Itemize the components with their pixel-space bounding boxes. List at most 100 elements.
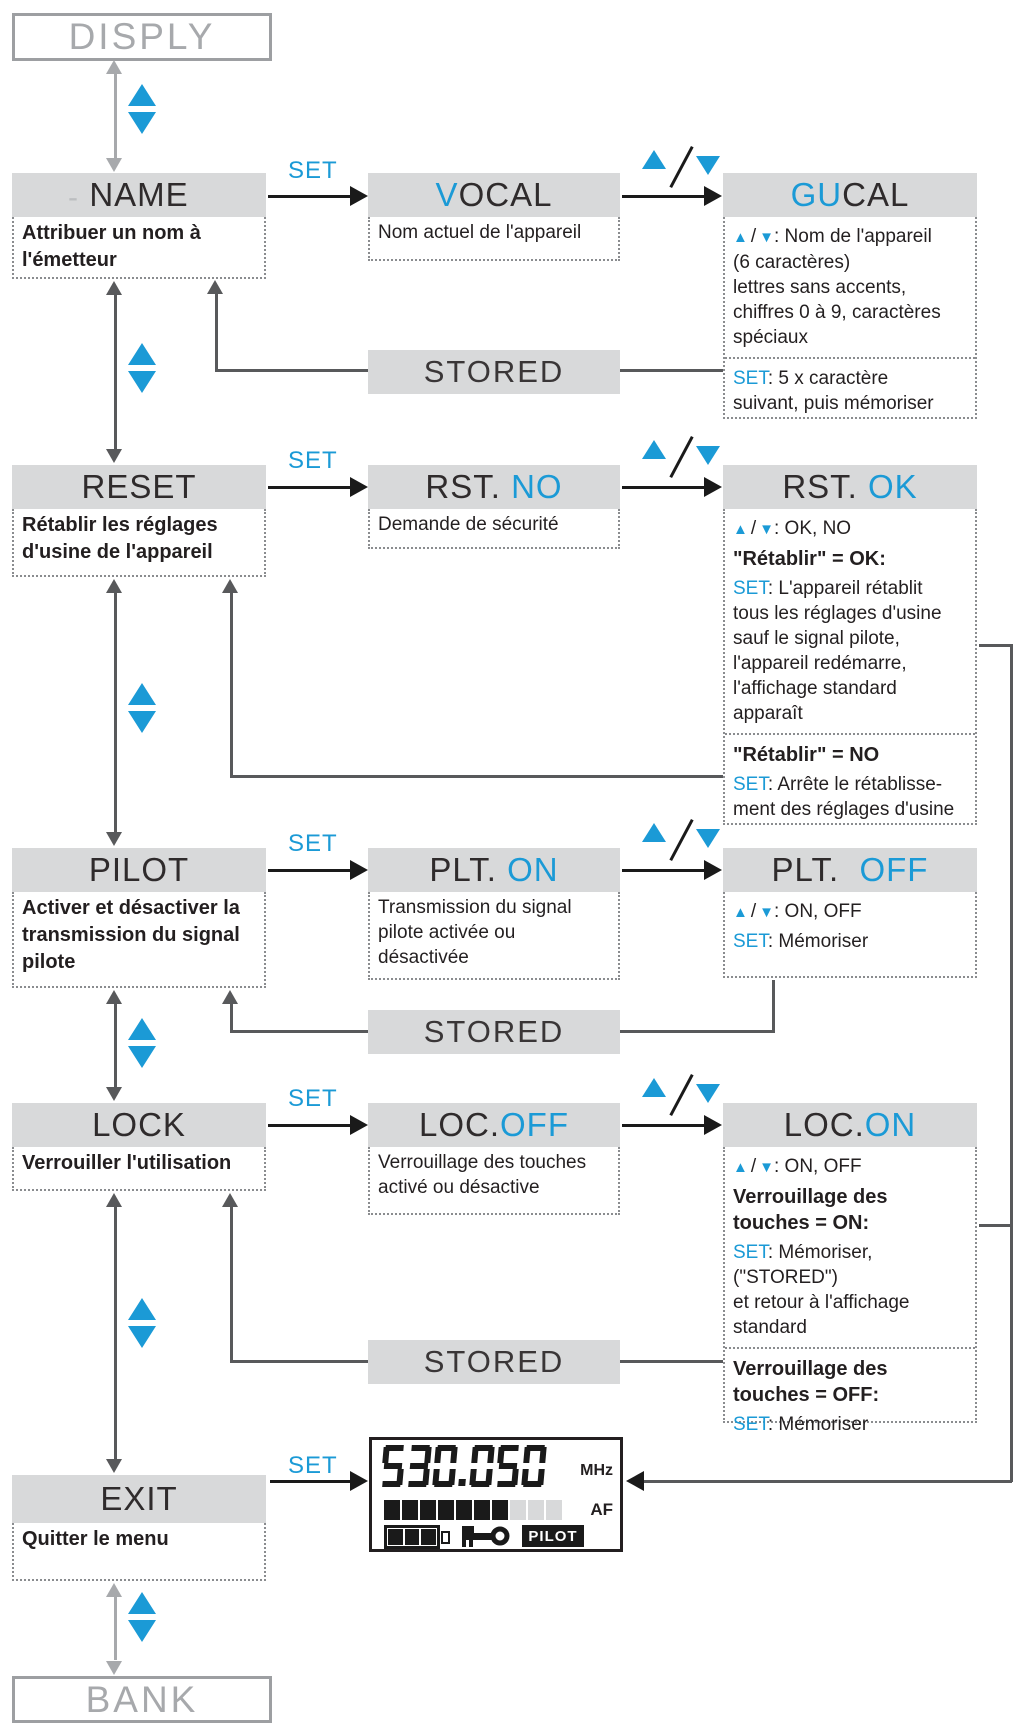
rst-prefix: RST. [782, 468, 868, 505]
rstok-no-set-line: SET: Arrête le rétablisse- ment des régl… [733, 772, 967, 822]
battery-bar [404, 1529, 420, 1545]
arrowhead-pilot-updown [704, 860, 722, 880]
flow-arrow-reset-set [268, 486, 352, 489]
updown-keys-icon [128, 1592, 156, 1642]
stored-box-lock: STORED [368, 1340, 620, 1384]
arrowhead-up-pilot-desc [106, 990, 122, 1004]
down-triangle-icon [128, 1620, 156, 1642]
stored-label: STORED [423, 1344, 565, 1379]
up-triangle-icon [642, 150, 666, 169]
gucal-blue-chars: GU [790, 176, 843, 213]
set-label-reset: SET [288, 447, 338, 474]
down-triangle-icon [128, 711, 156, 733]
af-segment [420, 1500, 436, 1520]
loc-on-value: ON [864, 1106, 917, 1143]
arrowhead-up-disply [106, 60, 122, 74]
trunk-branch-rstok [979, 644, 1013, 647]
flow-arrow-lock-updown [622, 1124, 706, 1127]
vocal-blue-char: V [435, 176, 459, 213]
up-triangle-icon [128, 1018, 156, 1040]
key-lock-icon [462, 1526, 510, 1547]
seven-seg-digit [521, 1445, 547, 1487]
arrowhead-lock-updown [704, 1115, 722, 1135]
reset-title: RESET [81, 468, 197, 505]
updown-keys-icon [128, 683, 156, 733]
return-line-pltoff-stored-h [620, 1030, 775, 1033]
set-keyword: SET [733, 774, 768, 795]
down-triangle-icon [696, 1084, 720, 1103]
vocal-rest: OCAL [458, 176, 553, 213]
rst-no-value: NO [511, 468, 563, 505]
gucal-rest: CAL [842, 176, 910, 213]
rstok-no-set-text: : Arrête le rétablisse- ment des réglage… [733, 774, 955, 820]
locon-off-heading: Verrouillage des touches = OFF: [733, 1358, 888, 1406]
seven-seg-digit [406, 1445, 432, 1487]
down-triangle-icon [128, 112, 156, 134]
locon-updown-text: : ON, OFF [774, 1156, 862, 1177]
down-triangle-icon: ▼ [759, 229, 774, 246]
slash-icon [669, 435, 694, 479]
arrowhead-up-lock-desc [106, 1193, 122, 1207]
arrowhead-up-reset-desc [106, 579, 122, 593]
up-triangle-icon [128, 343, 156, 365]
af-segment [384, 1500, 400, 1520]
arrowhead-down-pilot [106, 832, 122, 846]
set-label-name: SET [288, 157, 338, 184]
set-label-exit: SET [288, 1452, 338, 1479]
value-desc-rst-no: Demande de sécurité [368, 509, 620, 549]
pltoff-updown-line: ▲/▼: ON, OFF [733, 899, 967, 925]
plt-prefix: PLT. [429, 851, 508, 888]
menu-desc-exit: Quitter le menu [12, 1523, 266, 1581]
set-label-lock: SET [288, 1085, 338, 1112]
plt-on-value: ON [507, 851, 559, 888]
flow-arrow-pilot-updown [622, 869, 706, 872]
down-triangle-icon [696, 156, 720, 175]
slash-icon: / [750, 1156, 757, 1177]
decimal-point [458, 1479, 466, 1486]
rstok-ok-set-text: : L'appareil rétablit tous les réglages … [733, 578, 942, 724]
connector-lock-exit [114, 1206, 117, 1459]
up-triangle-icon [128, 683, 156, 705]
up-triangle-icon [642, 823, 666, 842]
menu-cursor: - [68, 181, 79, 214]
return-line-stored-name [215, 369, 368, 372]
return-line-rstok-reset-h [230, 775, 723, 778]
flow-arrow-name-updown [622, 195, 706, 198]
arrowhead-stored-name [207, 280, 223, 294]
stored-label: STORED [423, 354, 565, 389]
slash-icon [669, 1073, 694, 1117]
return-line-rstok-reset-v [230, 592, 233, 778]
arrowhead-stored-pilot [222, 990, 238, 1004]
edit-desc-rst-ok: ▲/▼: OK, NO "Rétablir" = OK: SET: L'appa… [723, 509, 977, 825]
set-keyword: SET [733, 931, 768, 952]
af-segment [546, 1500, 562, 1520]
gucal-set-line: SET: 5 x caractère suivant, puis mémoris… [733, 366, 967, 416]
up-triangle-icon: ▲ [733, 904, 748, 921]
menu-desc-reset: Rétablir les réglages d'usine de l'appar… [12, 509, 266, 577]
af-segment [492, 1500, 508, 1520]
arrowhead-name-set [350, 186, 368, 206]
af-label: AF [590, 1500, 613, 1519]
arrowhead-down-reset [106, 449, 122, 463]
slash-icon: / [750, 901, 757, 922]
locon-on-heading: Verrouillage des touches = ON: [733, 1186, 888, 1234]
arrowhead-reset-set [350, 477, 368, 497]
edit-desc-plt-off: ▲/▼: ON, OFF SET: Mémoriser [723, 892, 977, 978]
down-triangle-icon [696, 829, 720, 848]
flow-arrow-exit-set [270, 1480, 352, 1483]
return-line-stored-pilot-h [230, 1030, 368, 1033]
return-line-locon-stored [620, 1360, 723, 1363]
flow-arrow-pilot-set [268, 869, 352, 872]
seven-seg-digit [380, 1445, 406, 1487]
pltoff-updown-text: : ON, OFF [774, 901, 862, 922]
arrowhead-name-updown [704, 186, 722, 206]
connector-disply-name [114, 73, 117, 159]
down-triangle-icon [128, 1326, 156, 1348]
connector-pilot-lock [114, 1003, 117, 1087]
rst-ok-value: OK [868, 468, 918, 505]
updown-label-lock [640, 1073, 726, 1120]
slash-icon [669, 818, 694, 862]
rstok-ok-set-line: SET: L'appareil rétablit tous les réglag… [733, 576, 967, 726]
